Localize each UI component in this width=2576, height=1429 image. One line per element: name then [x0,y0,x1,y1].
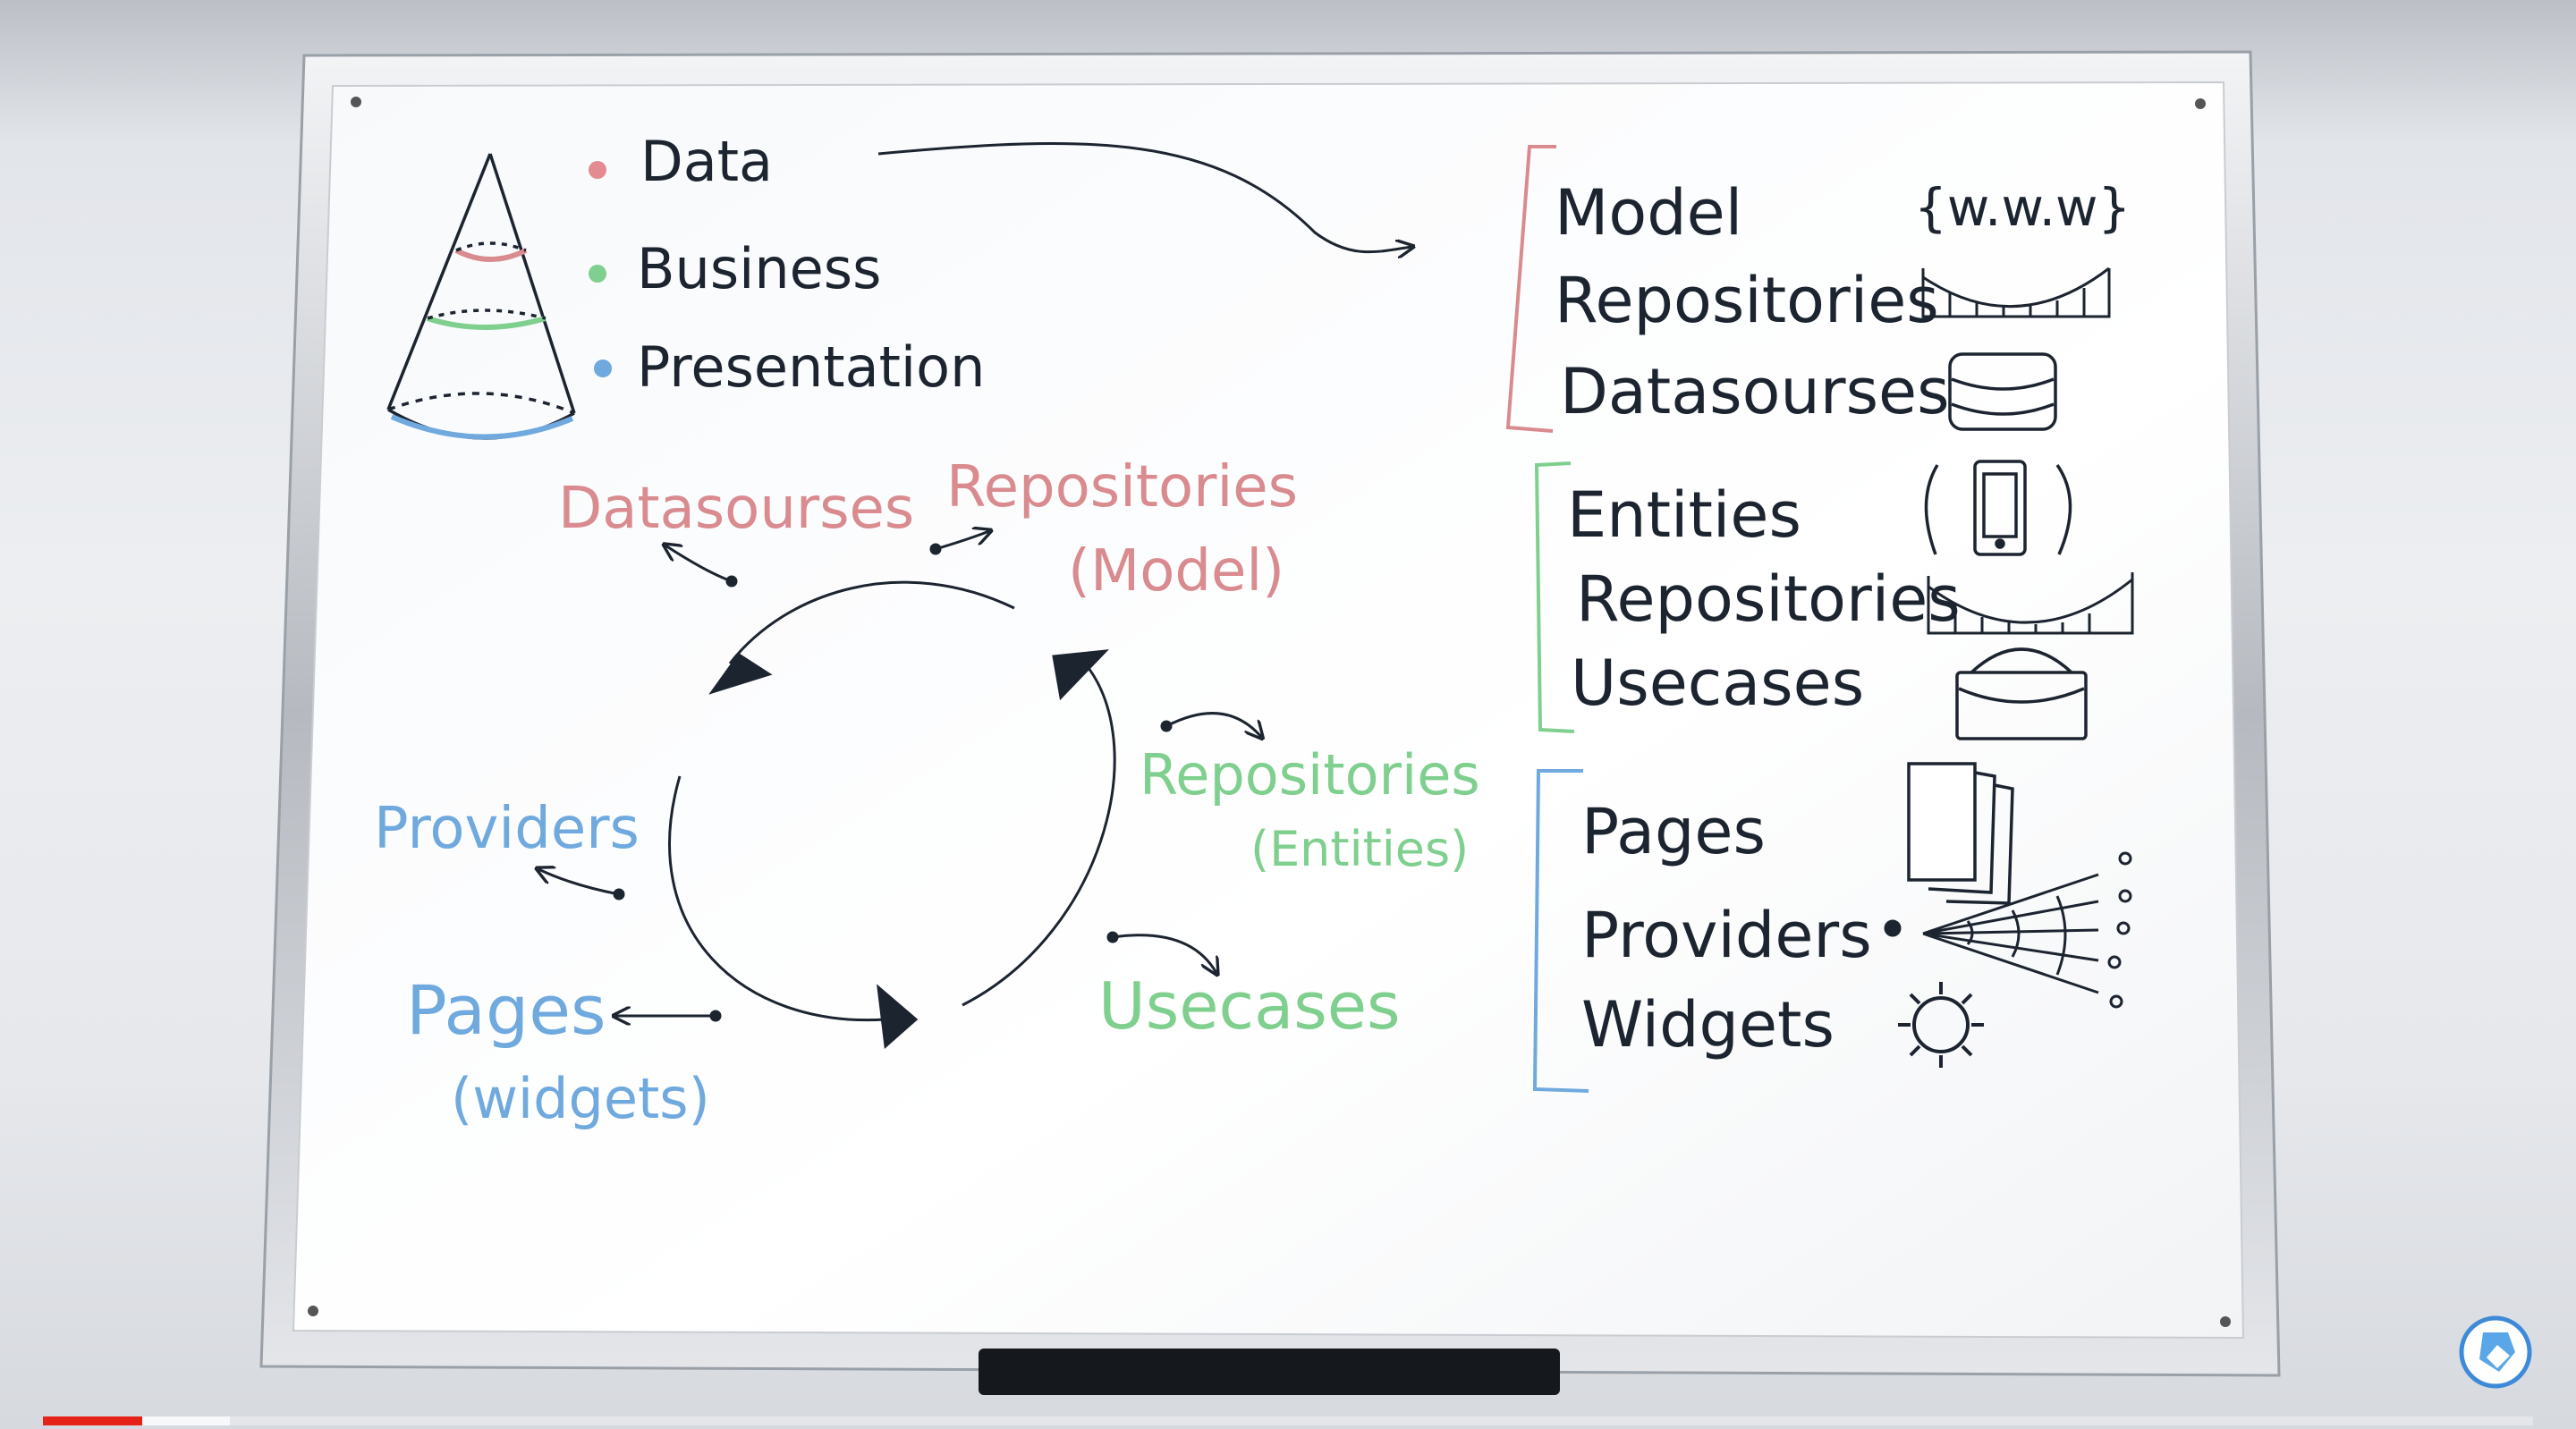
layer-legend: Data Business Presentation [589,129,985,400]
cycle-arrowhead [1052,649,1109,701]
layer-item: Providers [1581,899,1872,972]
phone-icon [1924,460,2072,556]
cycle-entities-label: (Entities) [1250,821,1469,877]
channel-logo-icon[interactable] [2458,1315,2533,1390]
presentation-layer-list: Pages Providers Widgets [1581,795,1872,1061]
cycle-labels: Datasourses Repositories (Model) Reposit… [374,454,1480,1131]
legend-presentation-label: Presentation [637,334,985,400]
layer-item: Usecases [1571,647,1864,720]
data-layer-list: Model Repositories Datasourses [1555,176,1950,428]
cycle-usecases-label: Usecases [1098,968,1401,1044]
bridge-icon [1921,266,2111,318]
video-progress-bar[interactable] [43,1416,2533,1425]
progress-played [43,1416,143,1425]
layer-item: Entities [1567,478,1801,552]
database-icon [1948,352,2057,431]
cycle-arrowhead [877,984,919,1050]
www-icon-text: {w.w.w} [1914,177,2131,238]
legend-business-label: Business [637,236,881,301]
cycle-repositories-model-label: Repositories [946,454,1298,520]
marker-tray [979,1349,1560,1395]
layer-item: Repositories [1555,264,1939,337]
whiteboard [259,50,2281,1395]
bridge-icon [1927,572,2134,635]
cycle-datasources-label: Datasourses [558,476,914,542]
cycle-pages-label: Pages [406,970,606,1050]
web-icon [1884,851,2132,1009]
cycle-arrowhead [708,652,773,695]
domain-layer-list: Entities Repositories Usecases [1567,478,1961,720]
layer-item: Pages [1581,795,1766,868]
cycle-model-label: (Model) [1068,538,1284,605]
pages-icon [1907,762,2014,905]
layer-item: Repositories [1576,562,1961,636]
www-icon: {w.w.w} [1914,177,2131,238]
gear-icon [1898,982,1984,1068]
cycle-widgets-label: (widgets) [451,1066,710,1131]
cycle-providers-label: Providers [374,796,640,862]
data-arrow [877,142,1411,252]
layer-item: Datasourses [1560,355,1950,428]
cycle-diagram [538,531,1261,1050]
cycle-repositories-entities-label: Repositories [1140,742,1480,808]
layer-item: Model [1555,176,1742,249]
briefcase-icon [1955,647,2088,740]
legend-data-label: Data [640,129,773,194]
layer-brackets [1505,145,1589,1093]
cone-icon [386,153,576,440]
layer-item: Widgets [1581,988,1835,1061]
